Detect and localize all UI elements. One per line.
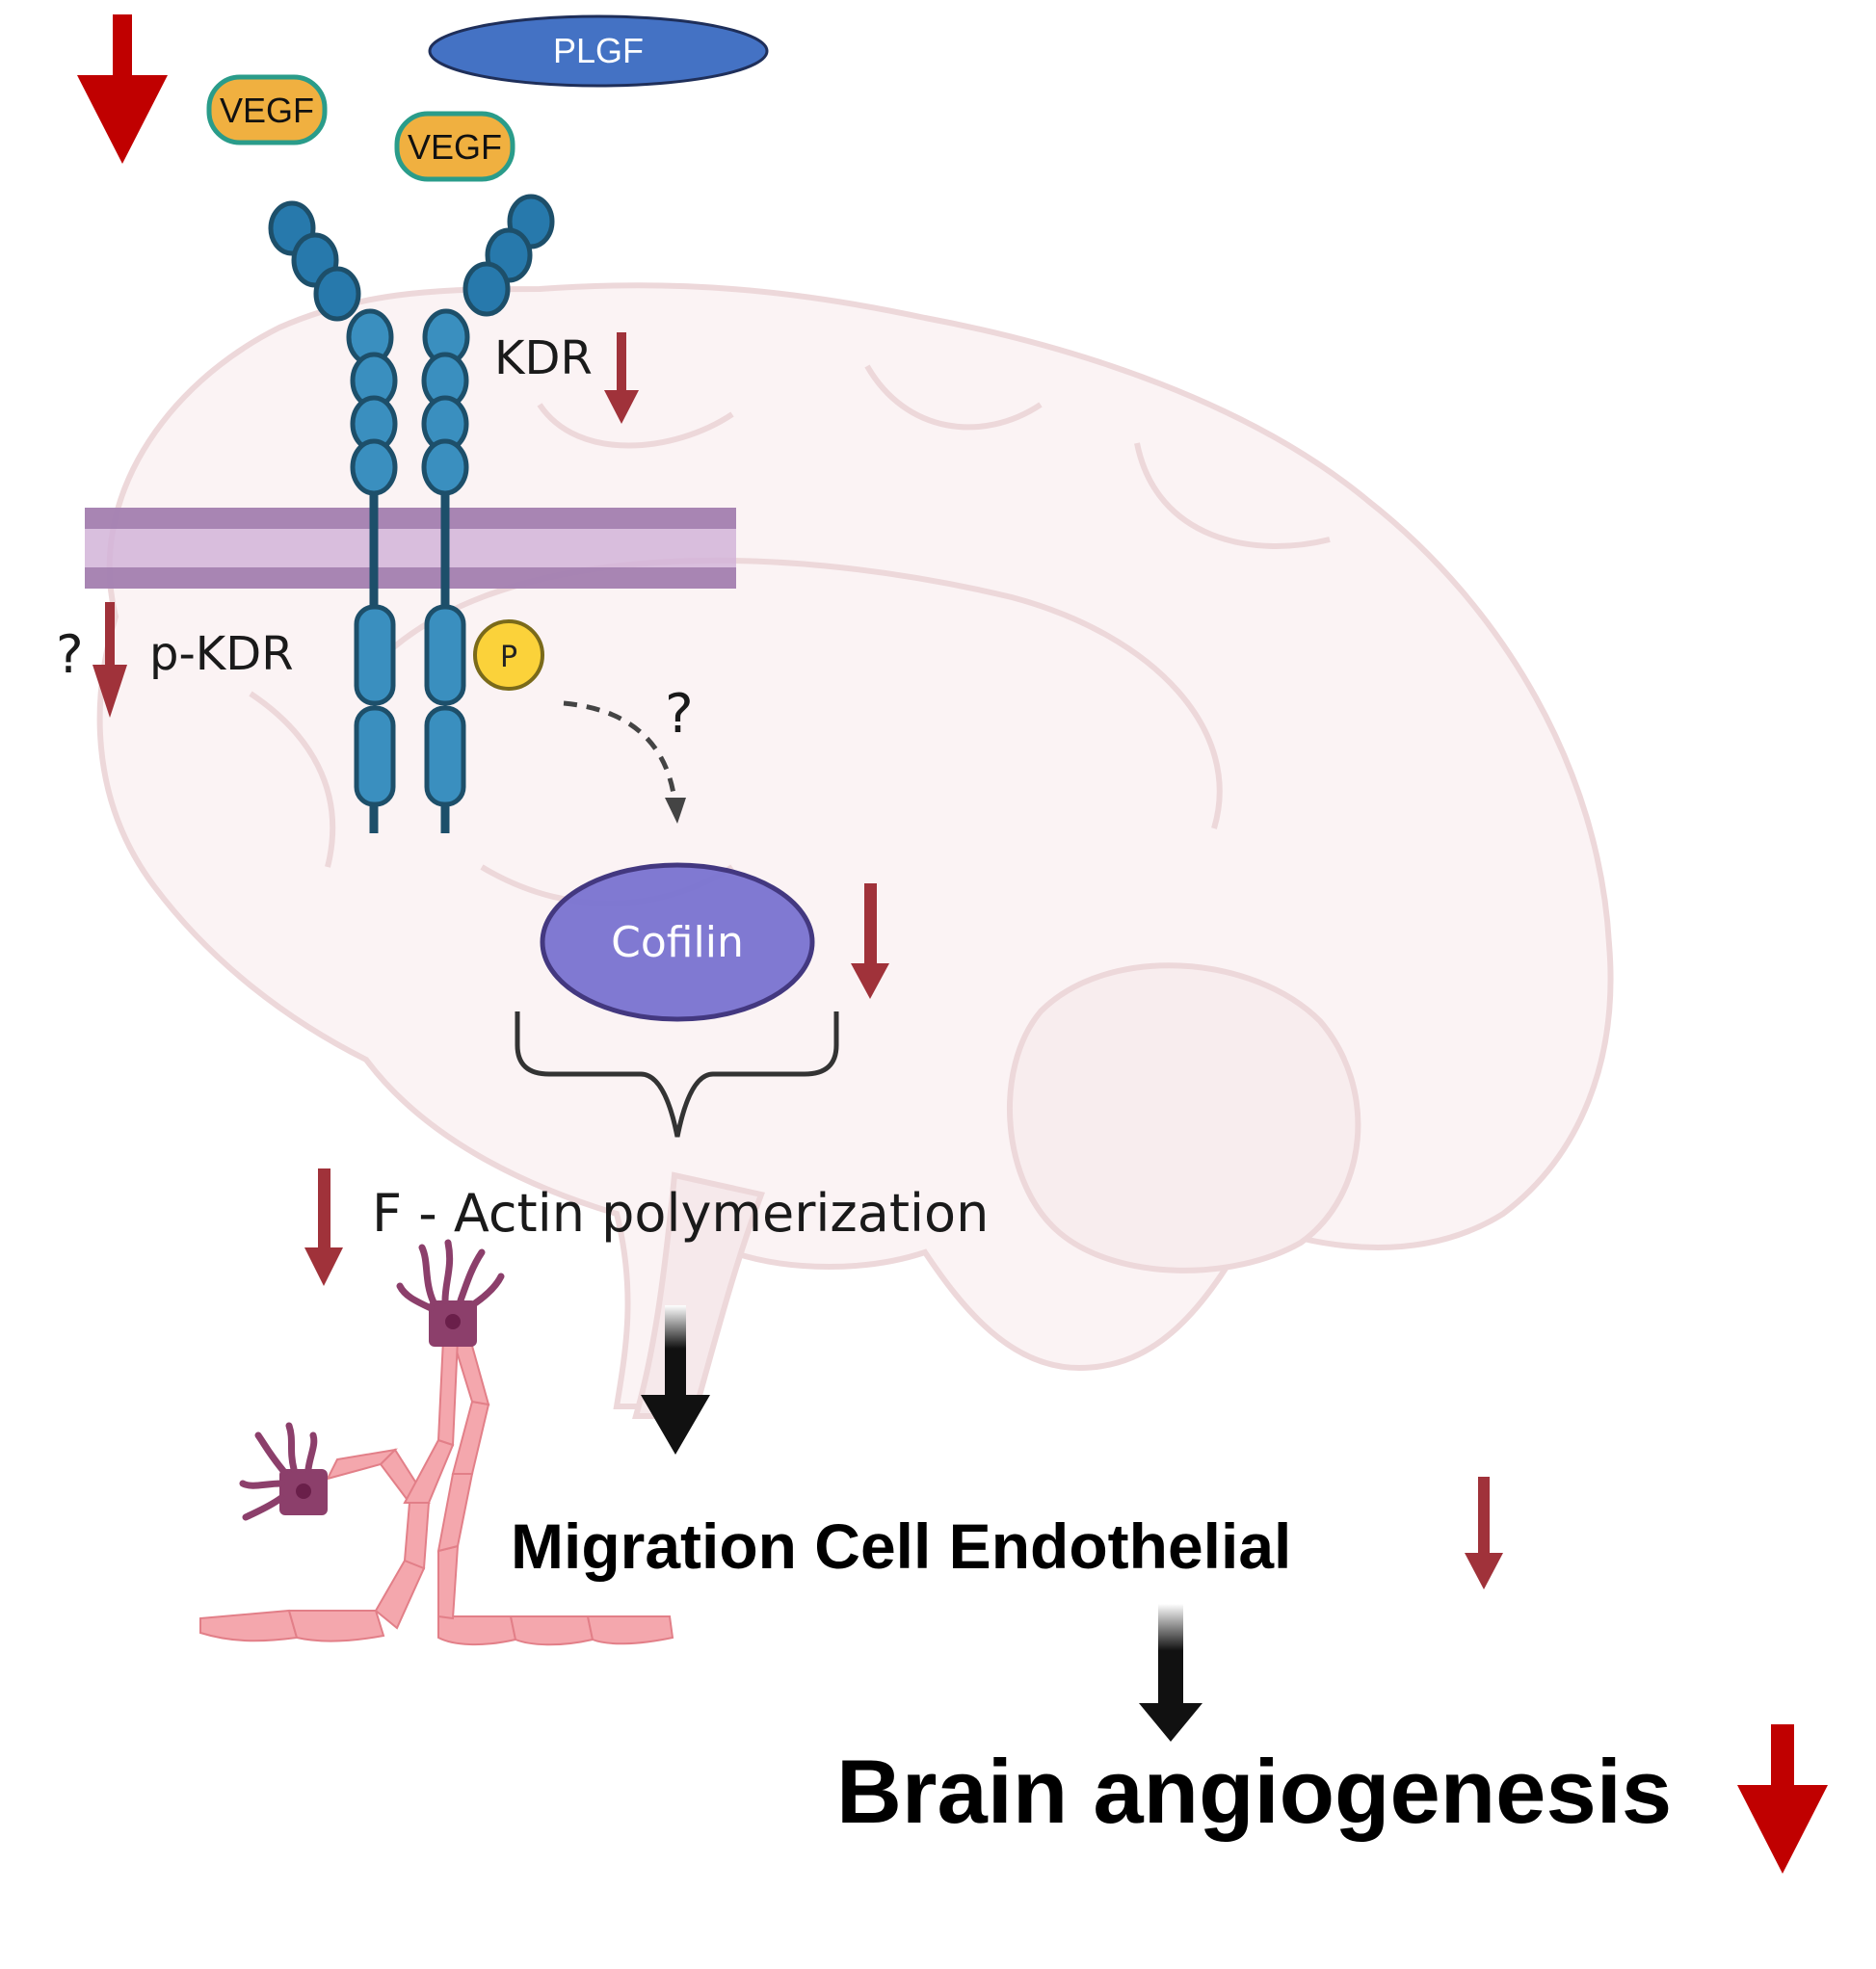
outcome-label: Brain angiogenesis [836,1741,1672,1842]
kdr-label: KDR [494,331,593,385]
dashed-arrowhead-icon [665,798,686,824]
plgf-ligand: PLGF [428,14,769,88]
endothelial-cell [287,1610,385,1642]
vegf-ligand: VEGF [206,74,328,145]
endothelial-cell [374,1559,426,1630]
migration-label: Migration Cell Endothelial [511,1510,1291,1582]
flow-arrow-icon [1139,1604,1202,1742]
endothelial-cell [451,1338,490,1406]
dashed-pathway-arrow [563,700,677,801]
brain-cerebellum [1007,962,1361,1273]
cofilin-node: Cofilin [540,862,815,1022]
cofilin-label: Cofilin [611,918,744,967]
endothelial-cell [326,1448,398,1481]
cell-membrane [85,508,736,589]
brace [515,1011,839,1138]
endothelial-cell [436,1473,474,1553]
tip-cell [396,1239,505,1347]
endothelial-cell [437,1615,517,1646]
endothelial-cell [403,1438,455,1504]
flow-arrow-icon [641,1305,710,1455]
kdr-decrease-arrow-icon [604,332,639,424]
factin-decrease-arrow-icon [304,1168,343,1286]
pkdr-question-mark: ? [56,624,84,685]
endothelial-cell [403,1502,431,1570]
phosphate-label: P [500,641,517,674]
endothelial-cell [437,1544,460,1620]
factin-label: F - Actin polymerization [372,1183,989,1244]
endothelial-cell [436,1338,460,1447]
endothelial-cell [586,1615,674,1645]
plgf-label: PLGF [553,31,644,70]
pathway-question-mark: ? [665,683,694,746]
vegf-label: VEGF [408,127,502,167]
pkdr-decrease-arrow-icon [92,602,127,718]
outcome-decrease-arrow-icon [1737,1724,1828,1874]
endothelial-cell [509,1615,595,1646]
brain-sulcus [249,364,1331,906]
cofilin-decrease-arrow-icon [851,883,889,999]
vegf-ligand: VEGF [394,111,515,182]
tip-cell [239,1422,328,1521]
phosphate-group: P [473,619,544,691]
endothelial-cells-illustration [199,1239,674,1646]
decrease-arrow-icon [77,14,168,164]
pkdr-label: p-KDR [149,627,294,681]
corpus-callosum [363,557,1223,829]
endothelial-cell [199,1609,299,1642]
kdr-receptor [268,194,555,833]
endothelial-cell [451,1400,490,1475]
migration-decrease-arrow-icon [1465,1477,1503,1589]
vegf-label: VEGF [220,91,314,130]
